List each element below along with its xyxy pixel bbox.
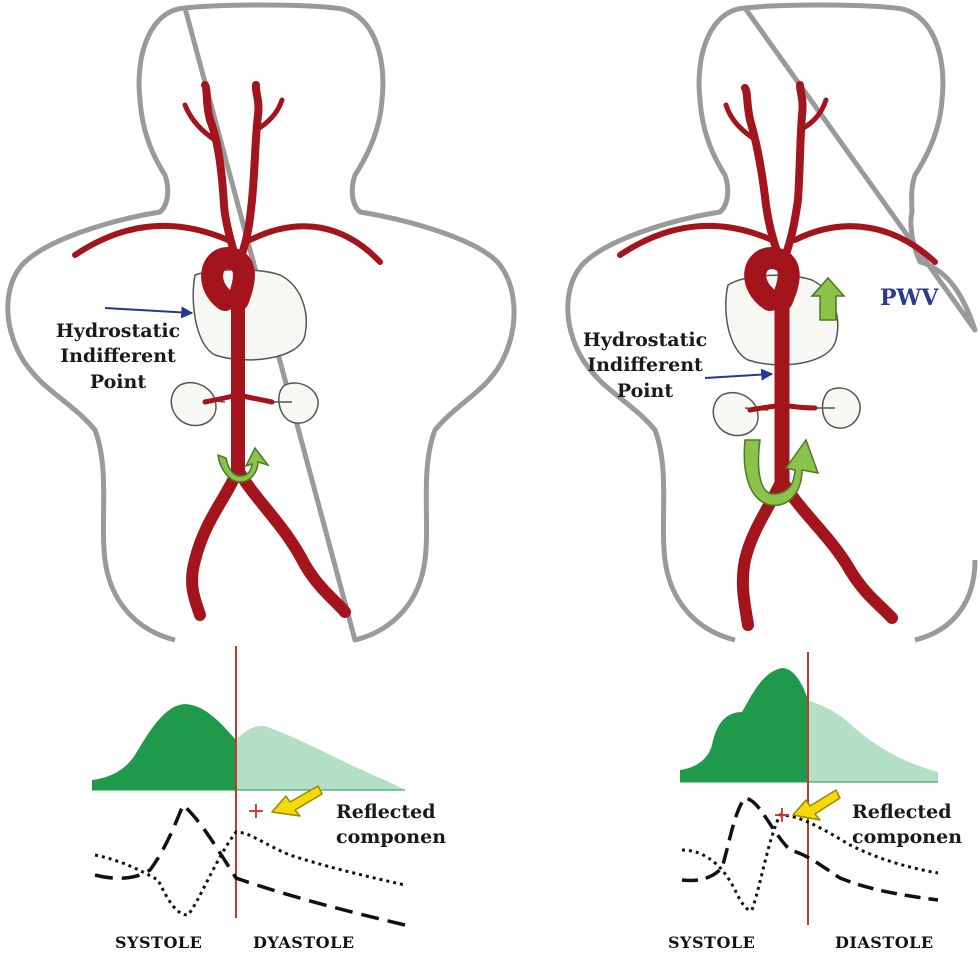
left-kidney-right xyxy=(279,383,318,423)
right-hip-pointer-arrow xyxy=(705,374,772,378)
left-hip-pointer-arrow xyxy=(105,308,192,313)
left-kidney-left xyxy=(171,383,216,426)
right-systole-wave-fill xyxy=(680,668,808,782)
left-reflected-label-1: Reflected xyxy=(336,801,436,823)
right-reflected-label-2: componen xyxy=(852,826,962,848)
left-systole-wave-fill xyxy=(92,704,236,790)
left-reflection-marker: + xyxy=(247,799,265,824)
right-hip-label-line-1: Hydrostatic xyxy=(583,329,707,351)
right-hip-label-line-3: Point xyxy=(617,380,673,402)
right-reflection-marker: + xyxy=(773,803,791,828)
left-hip-label-line-1: Hydrostatic xyxy=(56,320,180,342)
left-systole-label: SYSTOLE xyxy=(115,933,202,952)
right-diastole-wave-fill xyxy=(808,700,938,782)
right-pwv-label: PWV xyxy=(880,285,939,311)
left-hip-label-line-3: Point xyxy=(90,371,146,393)
right-systole-label: SYSTOLE xyxy=(668,933,755,952)
right-diastole-label: DIASTOLE xyxy=(835,933,934,952)
left-reflected-label-2: componen xyxy=(336,826,446,848)
left-diastole-label: DYASTOLE xyxy=(253,933,355,952)
right-yellow-arrow xyxy=(793,790,840,820)
left-panel: Hydrostatic Indifferent Point + Reflecte… xyxy=(8,5,514,952)
right-kidney-left xyxy=(713,393,758,436)
right-panel: PWV Hydrostatic Indifferent Point + Refl… xyxy=(568,5,975,952)
left-hip-label-line-2: Indifferent xyxy=(60,345,176,367)
right-reflected-label-1: Reflected xyxy=(852,801,952,823)
left-diastole-wave-fill xyxy=(236,726,405,790)
right-hip-label-line-2: Indifferent xyxy=(587,354,703,376)
